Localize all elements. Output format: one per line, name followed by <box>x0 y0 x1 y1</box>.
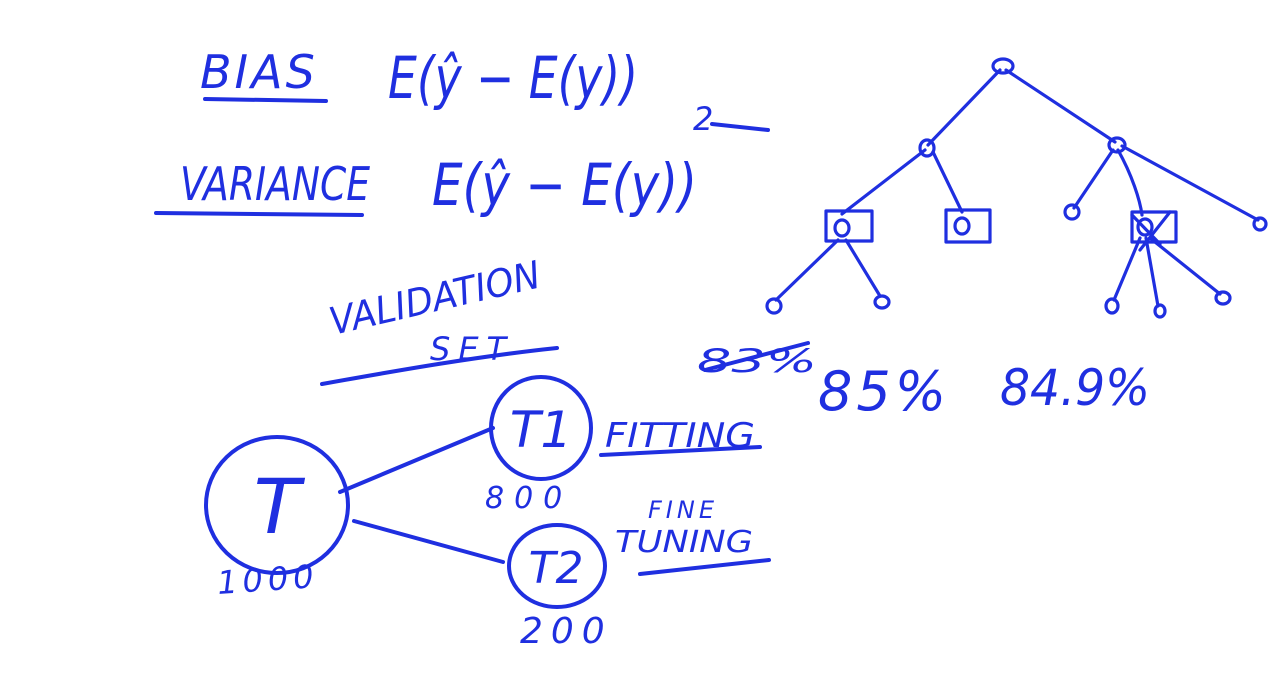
tree-edge <box>1004 68 1117 144</box>
variance-exponent: 2 <box>693 100 713 138</box>
tune-set-node <box>507 523 607 609</box>
pruned-node-box <box>1130 210 1178 252</box>
tree-edge <box>1144 236 1160 308</box>
bias-label: BIAS <box>200 45 318 99</box>
tree-edge <box>840 148 927 216</box>
decision-tree: 83% 85% 84.9% <box>697 57 1268 423</box>
variance-underline <box>154 211 364 217</box>
tree-node <box>1107 136 1127 154</box>
tune-set-label: T2 <box>529 543 584 594</box>
tune-set-count: 200 <box>520 611 613 652</box>
data-split-diagram: T 1000 T1 800 FITTING T2 200 FINE TUNING <box>204 375 771 652</box>
train-set-label: T1 <box>510 401 572 459</box>
variance-expression: E(ŷ − E(y)) <box>432 151 697 219</box>
pruned-node-box <box>944 208 992 244</box>
accuracy-struck: 83% <box>697 342 817 380</box>
variance-formula: VARIANCE E(ŷ − E(y)) 2 <box>154 100 770 219</box>
tree-node <box>1063 203 1081 221</box>
tree-root-node <box>991 57 1015 75</box>
validation-set-note: VALIDATION SET <box>320 253 559 386</box>
edge-to-train <box>338 426 495 494</box>
bias-formula: BIAS E(ŷ − E(y)) <box>200 44 638 112</box>
edge-to-tune <box>352 519 505 564</box>
pruned-node-box <box>824 209 874 243</box>
tree-node <box>1252 216 1268 232</box>
accuracy-value: 85% <box>818 360 950 423</box>
tree-edge <box>1120 144 1260 222</box>
tune-purpose-line1: FINE <box>648 496 718 524</box>
tree-node <box>1104 297 1120 315</box>
tree-node <box>918 138 936 158</box>
total-set-count: 1000 <box>216 557 320 602</box>
tune-purpose-line2: TUNING <box>615 525 753 560</box>
fitting-underline <box>599 445 762 457</box>
tree-edge <box>1072 148 1115 210</box>
tree-node <box>765 297 783 315</box>
exponent-stroke <box>710 122 770 132</box>
total-set-label: T <box>254 462 306 551</box>
train-set-count: 800 <box>485 481 572 516</box>
tree-edge <box>1116 148 1144 217</box>
total-set-node <box>204 435 350 575</box>
tuning-underline <box>638 558 771 576</box>
bias-underline <box>203 97 328 103</box>
tree-edge <box>844 238 882 298</box>
tree-node <box>1214 290 1232 306</box>
tree-edge <box>926 68 1002 147</box>
accuracy-value: 84.9% <box>1000 359 1150 417</box>
variance-label: VARIANCE <box>180 157 370 211</box>
tree-edge <box>1112 236 1142 302</box>
bias-expression: E(ŷ − E(y)) <box>388 44 638 112</box>
tree-edge <box>1148 236 1222 296</box>
validation-underline <box>320 346 559 386</box>
tree-edge <box>774 238 840 302</box>
tree-node <box>1153 303 1167 319</box>
train-set-node <box>489 375 593 481</box>
tree-edge <box>931 150 964 214</box>
strike-through-mark <box>703 341 810 372</box>
tree-node <box>873 294 891 310</box>
